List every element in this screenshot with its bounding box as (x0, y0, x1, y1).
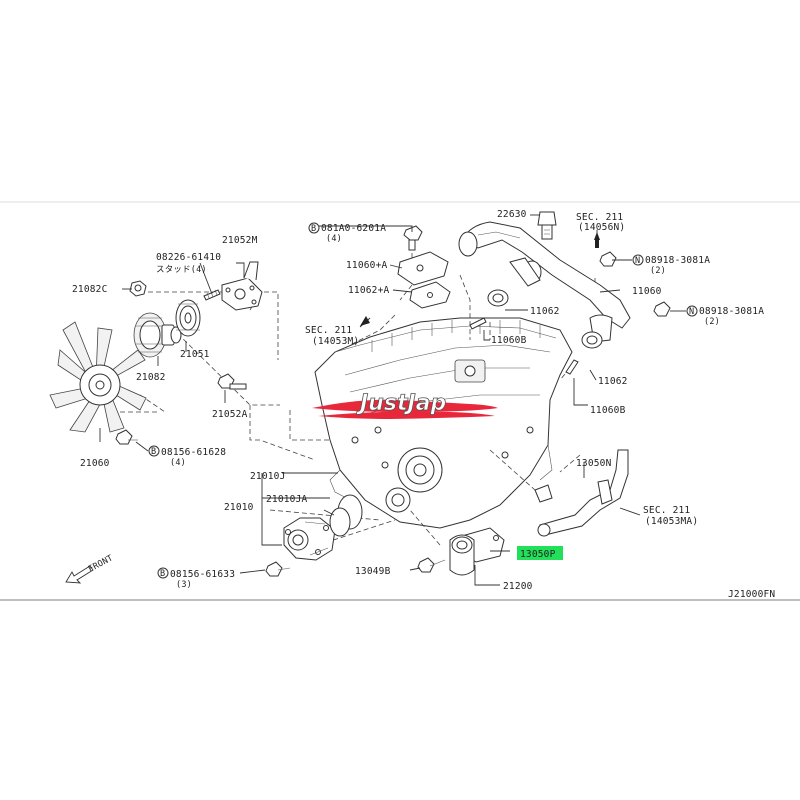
label-081a0-6201a: 081A0-6201A (321, 223, 386, 234)
nut-08918-upper (599, 251, 617, 267)
callout-08156-61628: B 08156-61628 (4) (148, 445, 226, 468)
bolt-08156-61633 (265, 561, 291, 577)
label-21052a: 21052A (212, 409, 248, 420)
bolt-prefix-icon: B (311, 224, 316, 234)
label-08918-qty: (2) (650, 266, 666, 276)
stud-08226 (203, 289, 221, 301)
label-21051: 21051 (180, 349, 210, 360)
label-stud-qty: スタッド(4) (156, 265, 207, 275)
gasket-11062-right (581, 331, 603, 349)
label-08918-qty-2: (2) (704, 317, 720, 327)
callout-08156-61633: B 08156-61633 (3) (157, 567, 235, 590)
label-22630: 22630 (497, 209, 527, 220)
callout-08918-lower: N 08918-3081A (2) (686, 305, 764, 327)
label-11060: 11060 (632, 286, 662, 297)
gasket-11060a (397, 251, 449, 286)
watermark-text: JustJap (356, 391, 446, 416)
label-21052m: 21052M (222, 235, 258, 246)
label-11062: 11062 (530, 306, 560, 317)
label-21010ja: 21010JA (266, 494, 308, 505)
bolt-prefix-icon: B (160, 569, 165, 579)
label-08156-61628-qty: (4) (170, 458, 186, 468)
water-pipe-13050n (534, 449, 629, 537)
bolt-21052a (217, 373, 247, 390)
callout-08918-upper: N 08918-3081A (2) (632, 254, 710, 276)
gasket-11062 (487, 289, 509, 307)
label-08226-61410: 08226-61410 (156, 252, 221, 263)
engine-block (314, 317, 573, 529)
label-sec211-14053m-ref: (14053M) (312, 336, 359, 347)
label-21010: 21010 (224, 502, 254, 513)
label-08918-3081a-2: 08918-3081A (699, 306, 764, 317)
label-sec211-14053ma: SEC. 211 (643, 505, 690, 516)
label-sec211-14053ma-ref: (14053MA) (645, 516, 698, 527)
stud-11060b (469, 317, 487, 330)
label-21200: 21200 (503, 581, 533, 592)
label-13050p: 13050P (520, 549, 556, 560)
bolt-prefix-icon: B (151, 447, 156, 457)
nut-21082c (129, 280, 147, 297)
label-11062-right: 11062 (598, 376, 628, 387)
sensor-22630 (537, 211, 557, 240)
arrow-sec211-14056n (594, 232, 600, 248)
nut-prefix-icon: N (689, 307, 694, 317)
label-08156-61628: 08156-61628 (161, 447, 226, 458)
fan-clutch (133, 312, 182, 358)
label-08918-3081a: 08918-3081A (645, 255, 710, 266)
label-11062a: 11062+A (348, 285, 390, 296)
arrow-sec211-14053m (360, 316, 370, 326)
front-indicator: FRONT (65, 553, 115, 584)
label-11060a: 11060+A (346, 260, 388, 271)
highlight-13050p (517, 546, 563, 560)
cooling-fan (49, 321, 147, 433)
nut-08918-lower (653, 301, 671, 317)
label-sec211-14053m: SEC. 211 (305, 325, 352, 336)
watermark-logo: JustJap (312, 391, 498, 419)
thermostat-housing (449, 527, 505, 576)
bolt-08156-61628 (115, 429, 138, 445)
water-pump (283, 517, 336, 561)
label-sec211-14056n-ref: (14056N) (578, 222, 625, 233)
diagram-code: J21000FN (728, 589, 775, 600)
callout-081a0-6201a: B 081A0-6201A (4) (308, 222, 386, 244)
label-08156-61633-qty: (3) (176, 580, 192, 590)
label-front: FRONT (87, 553, 115, 574)
leader-lines (99, 214, 686, 586)
o-ring-21010ja (329, 507, 351, 537)
bolt-13049b (417, 557, 446, 573)
label-11060b: 11060B (491, 335, 527, 346)
label-21010j: 21010J (250, 471, 286, 482)
nut-prefix-icon: N (635, 256, 640, 266)
water-pipe-upper (458, 221, 631, 343)
label-081a0-qty: (4) (326, 234, 342, 244)
stud-11060b-right (565, 359, 579, 375)
label-13049b: 13049B (355, 566, 391, 577)
fan-bracket (221, 261, 263, 311)
label-21082c: 21082C (72, 284, 108, 295)
label-11060b-right: 11060B (590, 405, 626, 416)
label-13050n: 13050N (576, 458, 612, 469)
label-21082: 21082 (136, 372, 166, 383)
label-08156-61633: 08156-61633 (170, 569, 235, 580)
label-21060: 21060 (80, 458, 110, 469)
bolt-081a0 (403, 225, 423, 251)
label-sec211-14056n: SEC. 211 (576, 212, 623, 223)
fan-pulley (175, 299, 201, 337)
gasket-11062a (409, 281, 451, 309)
